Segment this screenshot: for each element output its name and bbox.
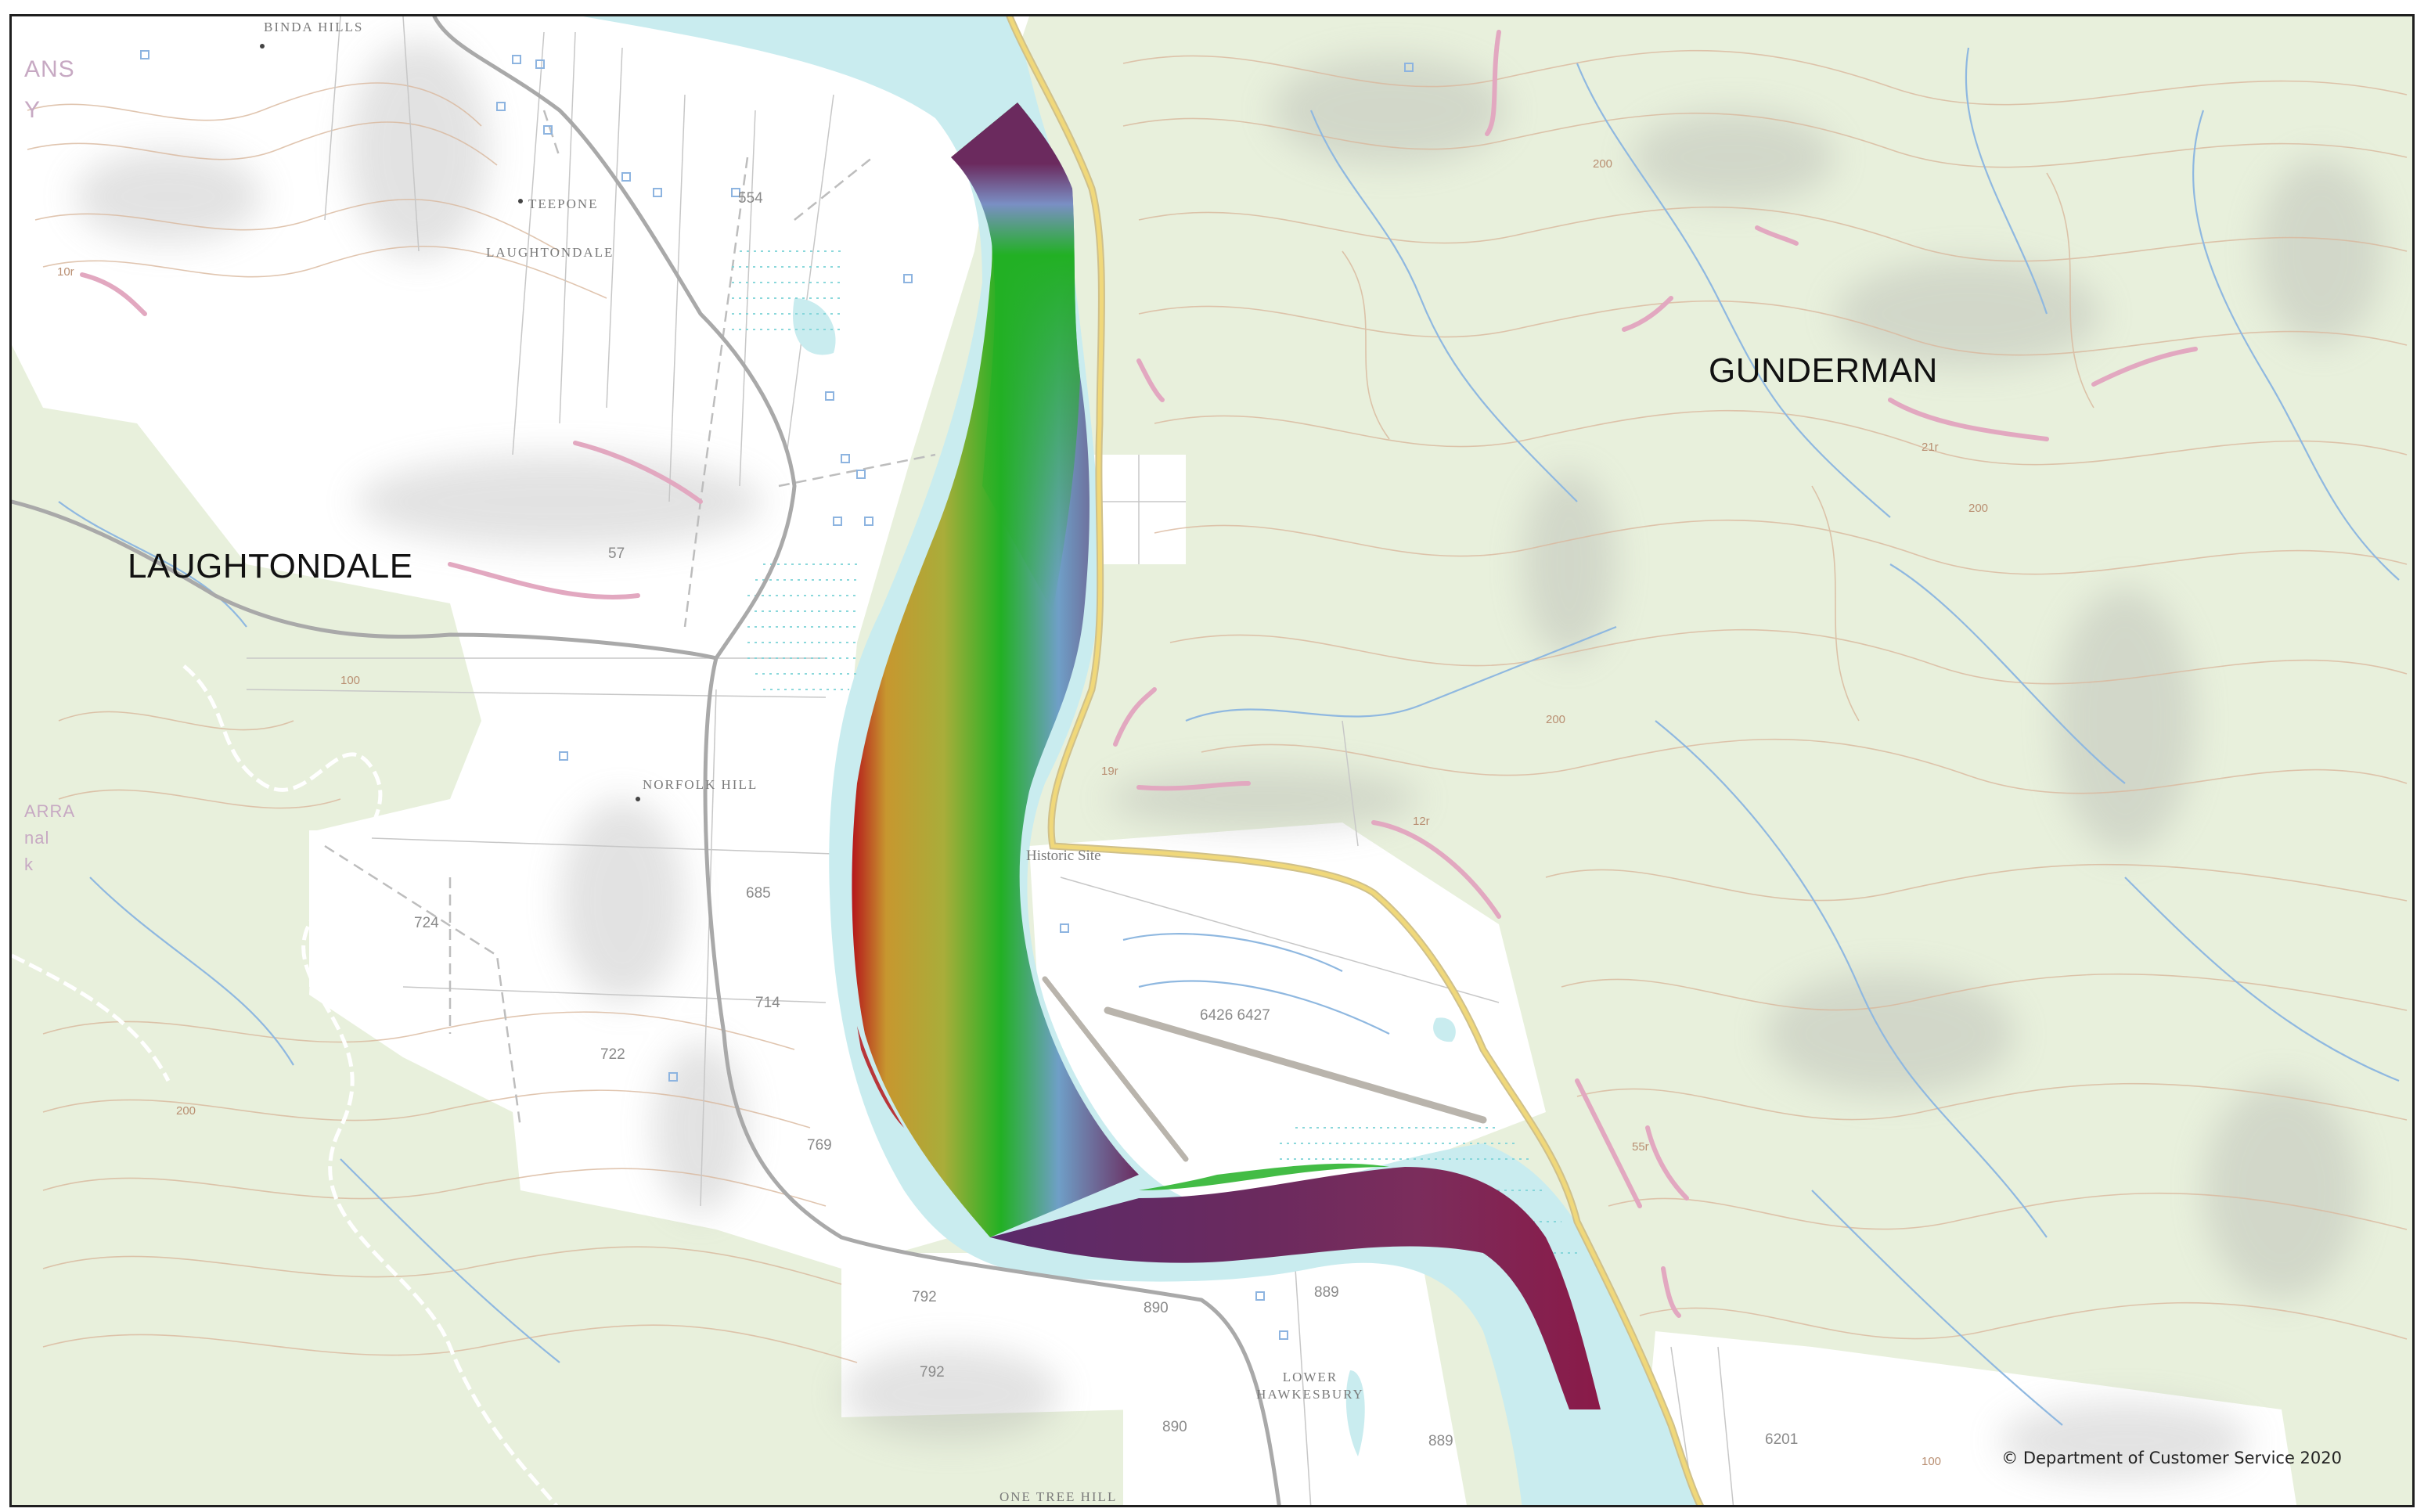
contour-value: 200	[1546, 713, 1566, 726]
lot-number: 792	[912, 1289, 937, 1305]
lot-number: 554	[738, 190, 763, 207]
airstrip[interactable]	[1104, 1006, 1487, 1124]
locality-teepone: TEEPONE	[528, 196, 599, 211]
cleared-land	[12, 16, 2297, 1505]
lot-number: 889	[1314, 1284, 1339, 1301]
streams	[58, 47, 2400, 1426]
contour-value: 200	[1968, 502, 1989, 515]
park-label-fragment: ARRA	[24, 801, 76, 821]
airstrip-2[interactable]	[1042, 976, 1189, 1162]
locality-laughtondale: LAUGHTONDALE	[486, 245, 614, 260]
park-label-fragment: nal	[24, 828, 50, 848]
lot-number: 769	[807, 1137, 832, 1154]
bathymetry-south-reach	[990, 1167, 1601, 1409]
contour-lines	[27, 49, 2408, 1363]
hilltop-markers	[260, 44, 640, 801]
spot-height: 55r	[1632, 1140, 1649, 1154]
locality-binda-hills: BINDA HILLS	[264, 20, 364, 34]
bathymetry-north-deep	[951, 103, 1080, 611]
contour-value: 200	[1593, 157, 1613, 171]
ridge-road[interactable]	[12, 499, 719, 661]
place-label-laughtondale: LAUGHTONDALE	[128, 547, 413, 585]
bathymetry-survey	[852, 103, 1601, 1409]
topographic-map[interactable]	[12, 16, 2415, 1507]
locality-lower-hawkesbury: LOWER HAWKESBURY	[1256, 1370, 1364, 1402]
lot-number: 889	[1428, 1433, 1453, 1449]
spot-height: 10r	[57, 265, 74, 279]
spot-height: 21r	[1922, 441, 1939, 454]
locality-one-tree-hill: ONE TREE HILL	[999, 1489, 1118, 1504]
lot-number: 57	[608, 545, 625, 562]
main-road	[1007, 16, 1702, 1505]
historic-site-label: Historic Site	[1026, 848, 1101, 864]
park-boundary	[12, 664, 559, 1505]
property-boundaries	[246, 16, 1734, 1505]
copyright-notice: © Department of Customer Service 2020	[2001, 1449, 2342, 1467]
lot-number: 6426 6427	[1200, 1007, 1270, 1024]
contour-value: 100	[340, 674, 361, 687]
map-frame[interactable]: LAUGHTONDALE GUNDERMAN BINDA HILLS LAUGH…	[9, 14, 2415, 1507]
spot-height: 12r	[1413, 815, 1430, 828]
park-label-fragment: Y	[24, 97, 41, 123]
lot-number: 724	[414, 915, 439, 931]
cliff-lines	[80, 30, 2198, 1318]
lot-number: 6201	[1765, 1431, 1799, 1448]
bathymetry-south-shallow	[1139, 1163, 1389, 1190]
spot-height: 19r	[1101, 765, 1118, 778]
lot-number: 685	[746, 885, 771, 902]
place-label-gunderman: GUNDERMAN	[1709, 351, 1938, 390]
locality-norfolk-hill: NORFOLK HILL	[643, 777, 758, 792]
lot-number: 714	[755, 995, 780, 1011]
contour-value: 200	[176, 1104, 196, 1118]
lot-number: 792	[920, 1364, 945, 1381]
roads	[12, 16, 1704, 1507]
lot-number: 722	[600, 1046, 625, 1063]
buildings	[140, 50, 1414, 1340]
lagoon-3	[1345, 1370, 1365, 1456]
laughtondale-road[interactable]	[432, 16, 1281, 1507]
lot-number: 890	[1162, 1419, 1187, 1435]
lagoon	[793, 298, 836, 355]
park-label-fragment: ANS	[24, 56, 75, 82]
park-label-fragment: k	[24, 855, 34, 874]
lagoon-2	[1433, 1017, 1456, 1042]
lot-number: 890	[1144, 1300, 1169, 1316]
contour-value: 100	[1922, 1455, 1942, 1468]
